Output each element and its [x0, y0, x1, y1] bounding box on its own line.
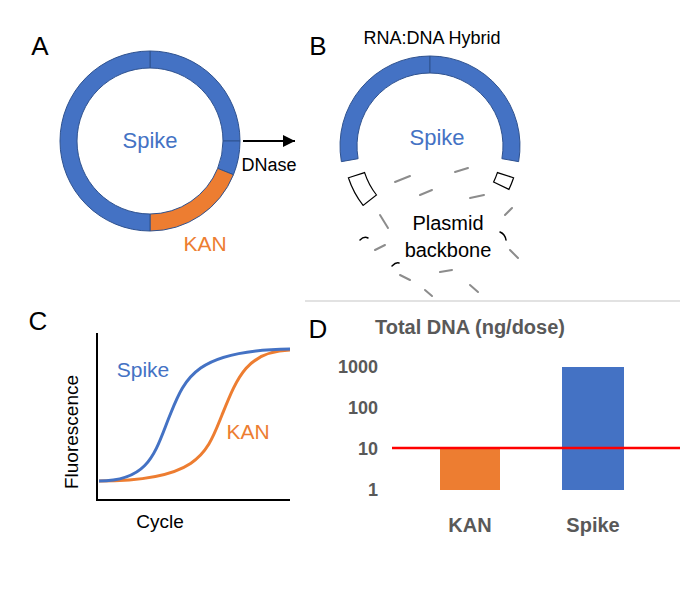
axis-title: Fluorescence [61, 375, 83, 489]
fragment-label: Plasmid backbone [398, 210, 498, 264]
backbone-fragment [348, 173, 376, 206]
category-label: KAN [448, 514, 491, 537]
backbone-fragment [494, 173, 514, 190]
plasmid-ring: Spike [60, 51, 240, 231]
ring-segment [150, 168, 233, 231]
panel-letter: B [309, 32, 326, 62]
dna-fragment [392, 263, 399, 266]
tick-label: 100 [348, 398, 378, 419]
tick-label: 1 [368, 480, 378, 501]
segment-label: KAN [183, 232, 226, 256]
tick-label: 10 [358, 439, 378, 460]
edge-label: DNase [241, 155, 296, 176]
dna-dash [375, 245, 385, 250]
dna-fragment [500, 232, 506, 240]
bar [440, 449, 500, 490]
x-axis [96, 499, 290, 501]
panel-divider [305, 300, 680, 302]
amplification-curve [99, 349, 290, 481]
dna-dash [510, 250, 518, 258]
process-arrow [243, 140, 295, 142]
hybrid-arc: RNA:DNA HybridSpike [298, 22, 528, 167]
y-axis [96, 333, 98, 500]
curve-label: Spike [117, 358, 170, 382]
dna-dash [395, 176, 410, 182]
dna-dash [425, 290, 432, 296]
chart-title: Total DNA (ng/dose) [375, 316, 565, 339]
segment-label: Spike [122, 128, 177, 153]
amplification-curve [99, 350, 290, 481]
axis-title: Cycle [136, 511, 184, 533]
dna-dash [440, 270, 452, 272]
curve-label: KAN [226, 420, 269, 444]
dna-fragment [360, 237, 368, 240]
dna-dash [455, 168, 468, 172]
threshold-line [392, 447, 680, 450]
ring-segment [150, 51, 240, 141]
dna-dash [470, 195, 484, 198]
category-label: Spike [566, 514, 619, 537]
tick-label: 1000 [338, 357, 378, 378]
dna-dash [505, 208, 512, 215]
dna-dash [380, 215, 388, 228]
panel-letter: A [31, 32, 48, 62]
dna-dash [420, 190, 432, 195]
heading: RNA:DNA Hybrid [363, 28, 500, 49]
panel-letter: C [29, 307, 48, 337]
segment-label: Spike [409, 125, 464, 150]
dna-dash [400, 275, 410, 280]
panel-letter: D [309, 315, 328, 345]
bar [562, 367, 624, 490]
dna-dash [470, 285, 478, 292]
